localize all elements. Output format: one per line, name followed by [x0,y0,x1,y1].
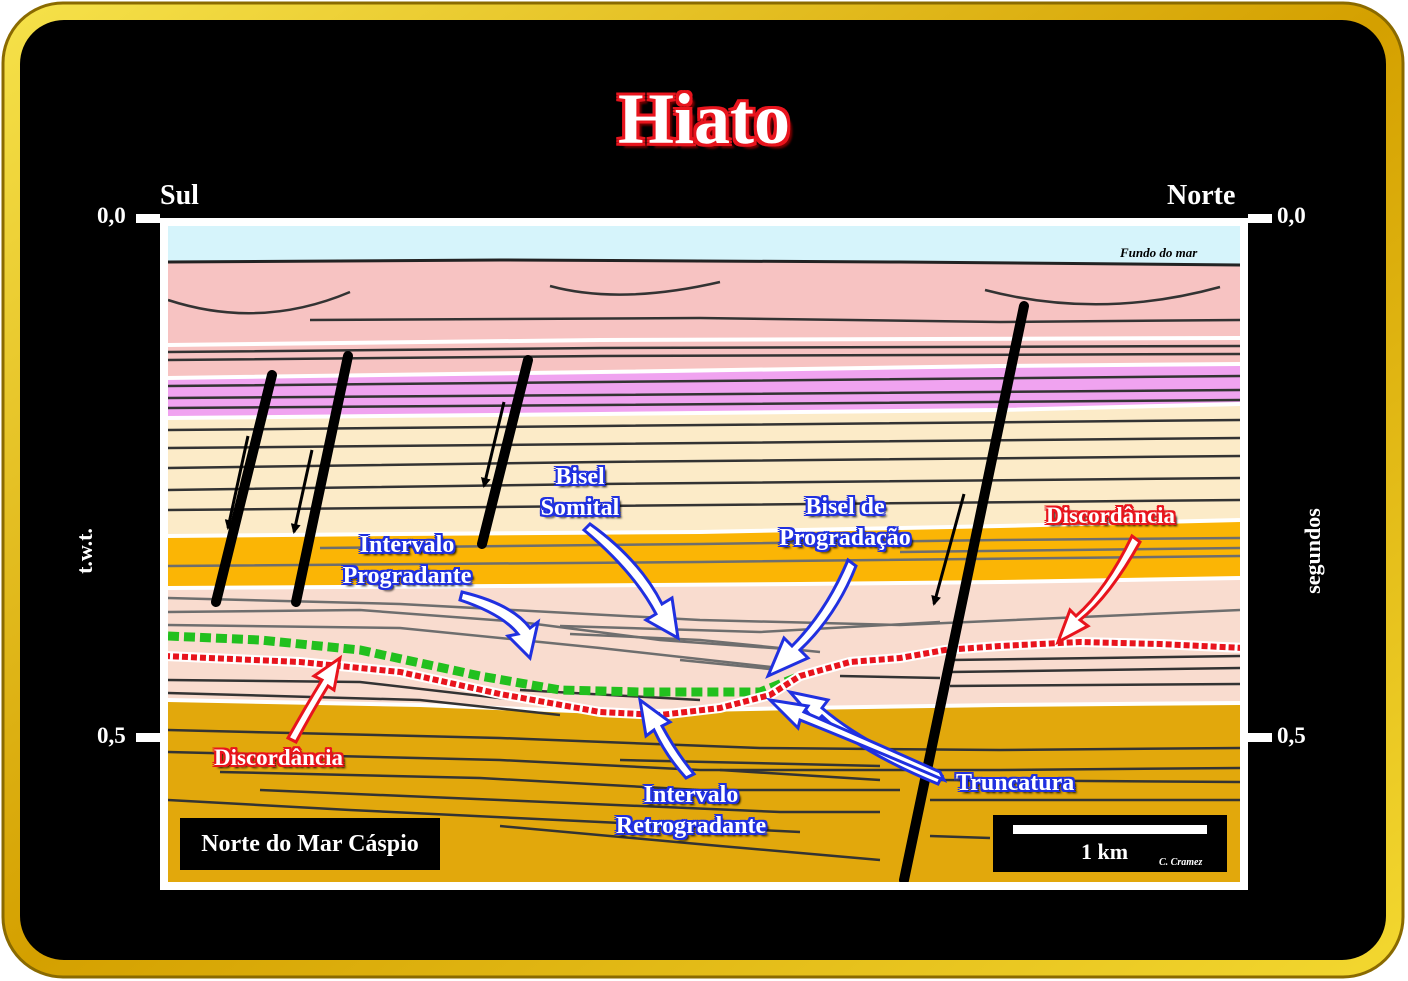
credit-label: C. Cramez [1159,857,1203,868]
direction-right: Norte [1167,180,1236,211]
arrow-intervalo-progradante [458,590,541,661]
axis-ticks [136,214,1272,742]
tick-right-mid: 0,5 [1277,723,1306,748]
arrow-discordancia-right [1055,533,1142,646]
axis-label-left: t.w.t. [71,528,97,574]
seabed-label: Fundo do mar [1120,245,1198,260]
tick-left-mid: 0,5 [97,723,126,748]
arrow-intervalo-retrogradante [637,696,697,780]
region-label: Norte do Mar Cáspio [180,818,440,870]
arrow-truncatura-2 [765,697,948,783]
callout-arrows [285,522,1142,786]
label-truncatura: Truncatura [956,770,1075,796]
scale-bar [1013,825,1207,834]
label-discordancia-left: Discordância [214,745,344,770]
scale-box: 1 km C. Cramez [993,815,1227,872]
arrow-discordancia-left [285,654,343,744]
arrow-bisel-progradacao [765,557,858,679]
tick-left-top: 0,0 [97,203,126,228]
tick-right-top: 0,0 [1277,203,1306,228]
axis-label-right: segundos [1299,508,1325,594]
label-discordancia-right: Discordância [1046,503,1176,528]
scale-label: 1 km [1081,839,1129,864]
arrow-bisel-somital [581,522,680,641]
geologic-section [168,226,1240,882]
page-title: Hiato [618,79,790,159]
direction-left: Sul [160,180,199,211]
